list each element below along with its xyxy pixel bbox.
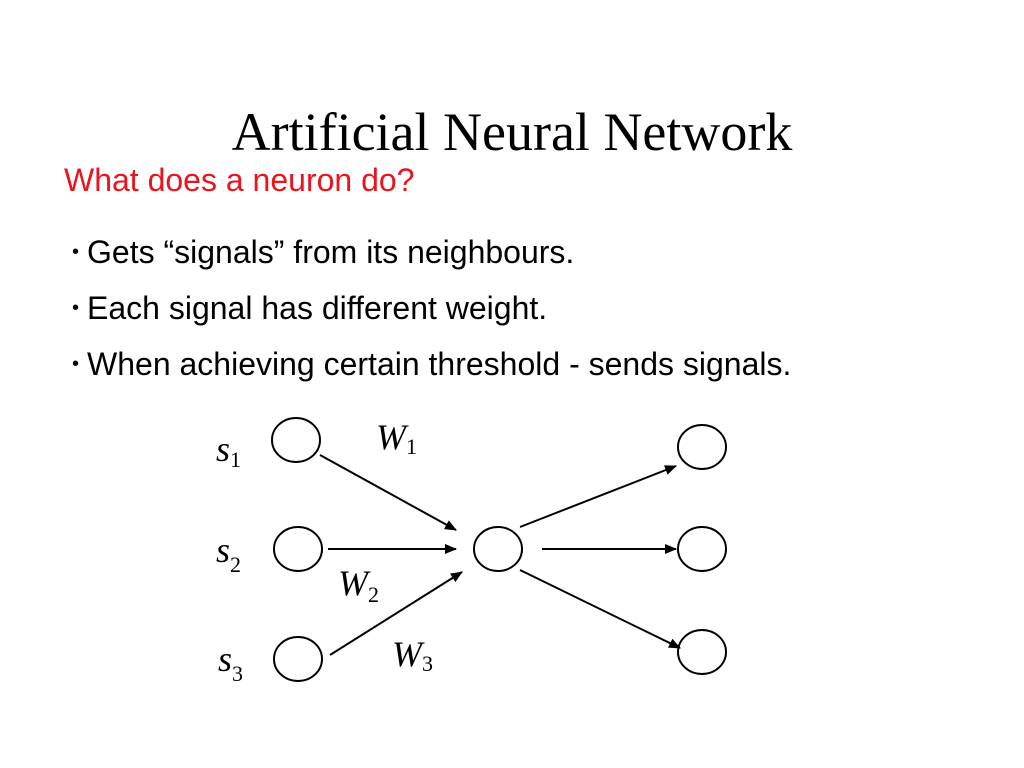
output-node-1: [677, 424, 727, 470]
signal-label-2: s2: [216, 530, 241, 577]
output-node-2: [677, 526, 727, 572]
output-arrow-3: [519, 569, 681, 649]
weight-label-base: W: [338, 563, 371, 603]
signal-label-1: s1: [216, 429, 241, 472]
weight-label-base: W: [376, 417, 409, 457]
input-arrow-1: [319, 454, 457, 531]
weight-label-base: W: [392, 634, 425, 674]
weight-label-2: W2: [338, 563, 379, 607]
signal-label-sub: 1: [230, 447, 241, 472]
weight-label-sub: 3: [422, 651, 433, 676]
bullet-dot-icon: •: [72, 241, 80, 263]
output-arrow-1: [519, 465, 677, 528]
signal-label-base: s: [216, 429, 230, 469]
output-node-3: [677, 629, 727, 675]
weight-label-sub: 1: [406, 434, 417, 459]
slide-title: Artificial Neural Network: [231, 102, 793, 162]
input-node-1: [271, 417, 321, 463]
weight-label-3: W3: [392, 634, 433, 676]
bullet-item: • Each signal has different weight.: [72, 280, 791, 336]
signal-label-3: s3: [218, 639, 243, 686]
bullet-text: Each signal has different weight.: [87, 290, 548, 326]
signal-label-base: s: [216, 530, 230, 570]
input-arrow-3: [329, 571, 463, 656]
neuron-node: [473, 526, 523, 572]
signal-label-base: s: [218, 639, 232, 679]
input-node-2: [273, 526, 323, 572]
signal-label-sub: 3: [232, 661, 243, 686]
bullet-dot-icon: •: [72, 297, 80, 319]
slide-subtitle: What does a neuron do?: [64, 162, 415, 198]
signal-label-sub: 2: [230, 552, 241, 577]
weight-label-sub: 2: [368, 582, 379, 607]
bullet-dot-icon: •: [72, 353, 80, 375]
bullet-list: • Gets “signals” from its neighbours. • Ea…: [72, 224, 791, 392]
weight-label-1: W1: [376, 417, 417, 459]
bullet-item: • Gets “signals” from its neighbours.: [72, 224, 791, 280]
bullet-text: Gets “signals” from its neighbours.: [87, 234, 575, 270]
input-node-3: [273, 636, 323, 682]
bullet-text: When achieving certain threshold - sends…: [87, 346, 792, 382]
bullet-item: • When achieving certain threshold - send…: [72, 336, 791, 392]
